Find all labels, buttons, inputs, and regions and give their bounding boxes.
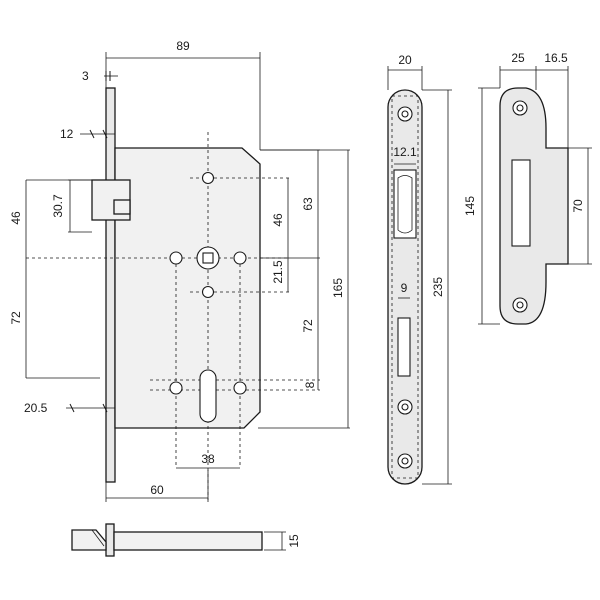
dim-backset: 60 xyxy=(150,483,164,497)
dim-upper-offset: 46 xyxy=(9,211,23,225)
top-view-body xyxy=(113,531,263,551)
dim-spindle-to-cylinder: 72 xyxy=(301,319,315,333)
top-view-faceplate xyxy=(105,523,115,557)
dim-latch-window: 12.1 xyxy=(393,145,417,159)
dim-case-depth: 89 xyxy=(176,39,190,53)
latch-window xyxy=(393,169,417,239)
dim-spindle-to-screw: 63 xyxy=(301,197,315,211)
screw-hole-top xyxy=(201,171,215,185)
spindle-square xyxy=(202,252,214,264)
top-view-latch xyxy=(71,529,107,551)
dim-spindle-to-hole: 21.5 xyxy=(271,260,285,284)
dim-strike-height: 145 xyxy=(463,196,477,216)
screw-hole-mid xyxy=(201,285,215,299)
bolt-window xyxy=(397,317,411,377)
dim-cylinder-spacing: 38 xyxy=(201,452,215,466)
latch-tongue xyxy=(113,199,131,215)
fixing-hole-left-lower xyxy=(169,381,183,395)
faceplate-view xyxy=(387,89,423,485)
dim-faceplate-edge: 12 xyxy=(60,127,74,141)
lock-front-view xyxy=(26,87,320,500)
dim-faceplate-thickness: 3 xyxy=(82,69,89,83)
faceplate-side xyxy=(105,87,116,483)
dim-body-thickness: 15 xyxy=(287,534,301,548)
dim-strike-depth: 25 xyxy=(511,51,525,65)
dim-key-offset: 20.5 xyxy=(24,401,48,415)
dim-latch-height: 30.7 xyxy=(51,194,65,218)
dim-strike-lip: 16.5 xyxy=(544,51,568,65)
front-view-dimensions: 89 3 12 30.7 46 72 20.5 60 xyxy=(9,39,350,502)
strike-opening xyxy=(511,159,531,247)
dim-screw-spacing: 46 xyxy=(271,213,285,227)
strike-plate-view xyxy=(499,87,569,325)
dim-faceplate-height: 235 xyxy=(431,277,445,297)
faceplate-dimensions: 20 12.1 9 235 xyxy=(387,53,452,485)
strike-plate xyxy=(499,87,569,325)
fixing-hole-right-lower xyxy=(233,381,247,395)
dim-lower-offset: 72 xyxy=(9,311,23,325)
dim-strike-opening: 70 xyxy=(571,199,585,213)
dim-faceplate-width: 20 xyxy=(398,53,412,67)
lock-case xyxy=(114,147,261,429)
cylinder-hole xyxy=(199,369,217,423)
dim-bolt-window: 9 xyxy=(401,281,408,295)
dim-cylinder-offset: 8 xyxy=(303,381,317,388)
top-view-dimensions: 15 xyxy=(264,531,301,551)
fixing-hole-left xyxy=(169,251,183,265)
fixing-hole-right xyxy=(233,251,247,265)
lock-top-view xyxy=(71,523,263,557)
strike-plate-dimensions: 25 16.5 145 70 xyxy=(463,51,592,325)
dim-case-height: 165 xyxy=(331,278,345,298)
